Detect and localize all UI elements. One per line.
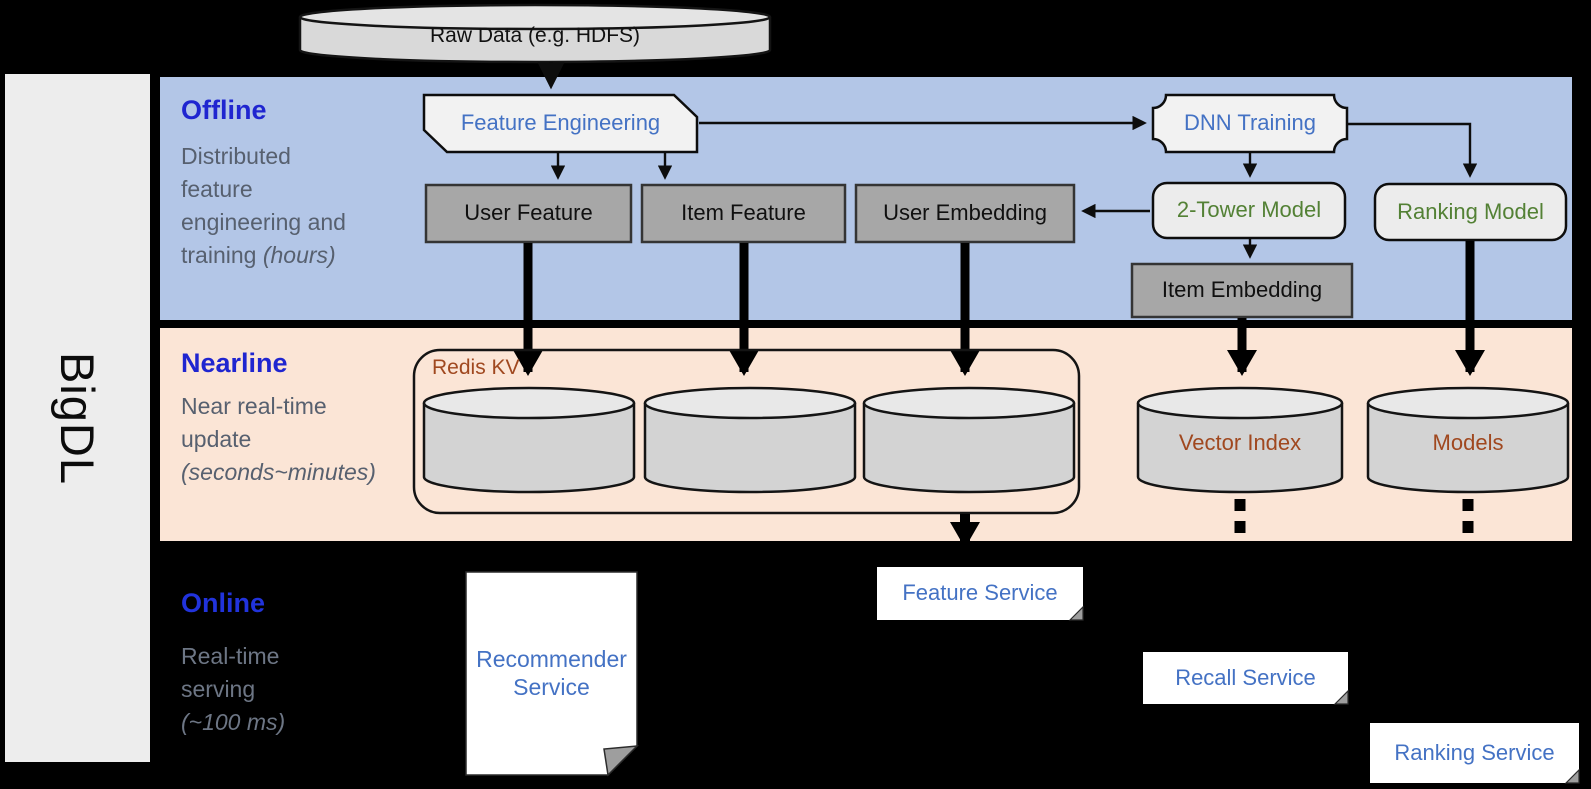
redis-kv-container: [412, 348, 1081, 515]
feature-engineering-shape: [422, 93, 699, 154]
vector-index-cylinder-icon: [1136, 386, 1344, 494]
ranking-service-box: [1370, 723, 1580, 784]
raw-data-cylinder-icon: [298, 3, 772, 64]
online-subtitle: Real-time serving (~100 ms): [181, 643, 286, 735]
recall-service-box: [1143, 652, 1349, 705]
database-cylinder-3-icon: [862, 386, 1076, 494]
item-feature-box: [640, 183, 847, 244]
feature-service-box: [877, 567, 1084, 621]
offline-title: Offline: [181, 95, 267, 125]
item-embedding-box: [1130, 262, 1354, 319]
database-cylinder-2-icon: [643, 386, 857, 494]
recommender-service-document-shape: [465, 571, 639, 777]
online-title: Online: [181, 588, 266, 618]
bigdl-sidebar: BigDL: [5, 74, 150, 762]
redis-kv-label: Redis KV: [432, 356, 520, 379]
ranking-model-box: [1373, 182, 1568, 242]
nearline-subtitle: Near real-time update (seconds~minutes): [181, 393, 376, 485]
offline-subtitle: Distributed feature engineering and trai…: [181, 143, 346, 268]
models-cylinder-icon: [1366, 386, 1570, 494]
nearline-title: Nearline: [181, 348, 288, 378]
arrow-dnn-to-ranking-model: [1347, 122, 1478, 178]
user-embedding-box: [854, 183, 1076, 244]
dnn-training-shape: [1151, 93, 1349, 154]
database-cylinder-1-icon: [422, 386, 636, 494]
user-feature-box: [424, 183, 633, 244]
two-tower-model-box: [1151, 181, 1347, 240]
